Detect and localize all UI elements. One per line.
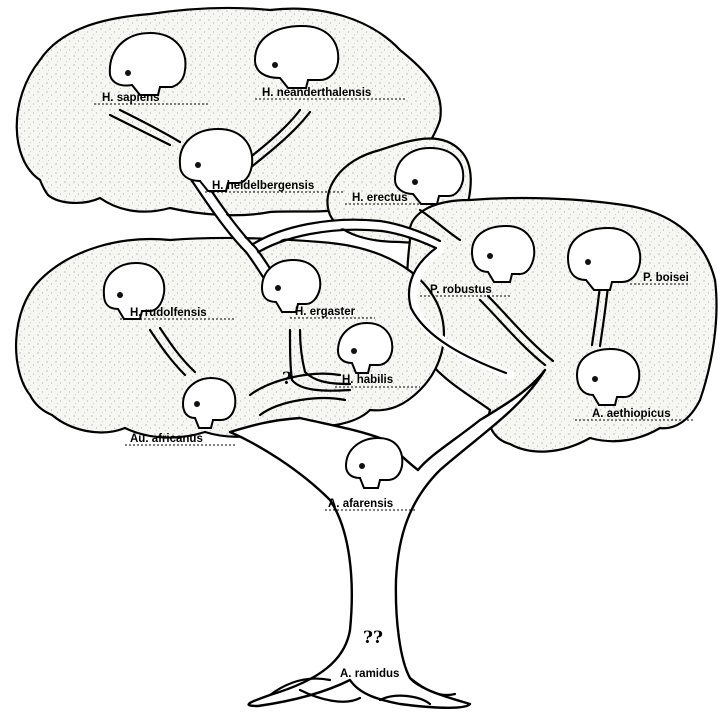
label-p-boisei: P. boisei (643, 272, 689, 284)
label-h-erectus: H. erectus (352, 192, 408, 204)
skull-h-sapiens-icon (110, 33, 186, 95)
label-a-afarensis: A. afarensis (328, 498, 393, 510)
label-h-rudolfensis: H. rudolfensis (130, 307, 207, 319)
uncertain-mark-root: ?? (363, 628, 383, 648)
label-h-heidelbergensis: H. heidelbergensis (212, 180, 314, 192)
label-a-aethiopicus: A. aethiopicus (592, 408, 671, 420)
label-p-robustus: P. robustus (430, 284, 492, 296)
label-h-habilis: H. habilis (342, 374, 393, 386)
label-a-ramidus: A. ramidus (340, 668, 399, 680)
uncertain-mark-ergaster: ? (282, 369, 292, 389)
label-h-ergaster: H. ergaster (295, 306, 356, 318)
label-au-africanus: Au. africanus (130, 433, 203, 445)
label-h-neanderthalensis: H. neanderthalensis (262, 87, 371, 99)
trunk (230, 370, 545, 708)
label-h-sapiens: H. sapiens (102, 92, 160, 104)
